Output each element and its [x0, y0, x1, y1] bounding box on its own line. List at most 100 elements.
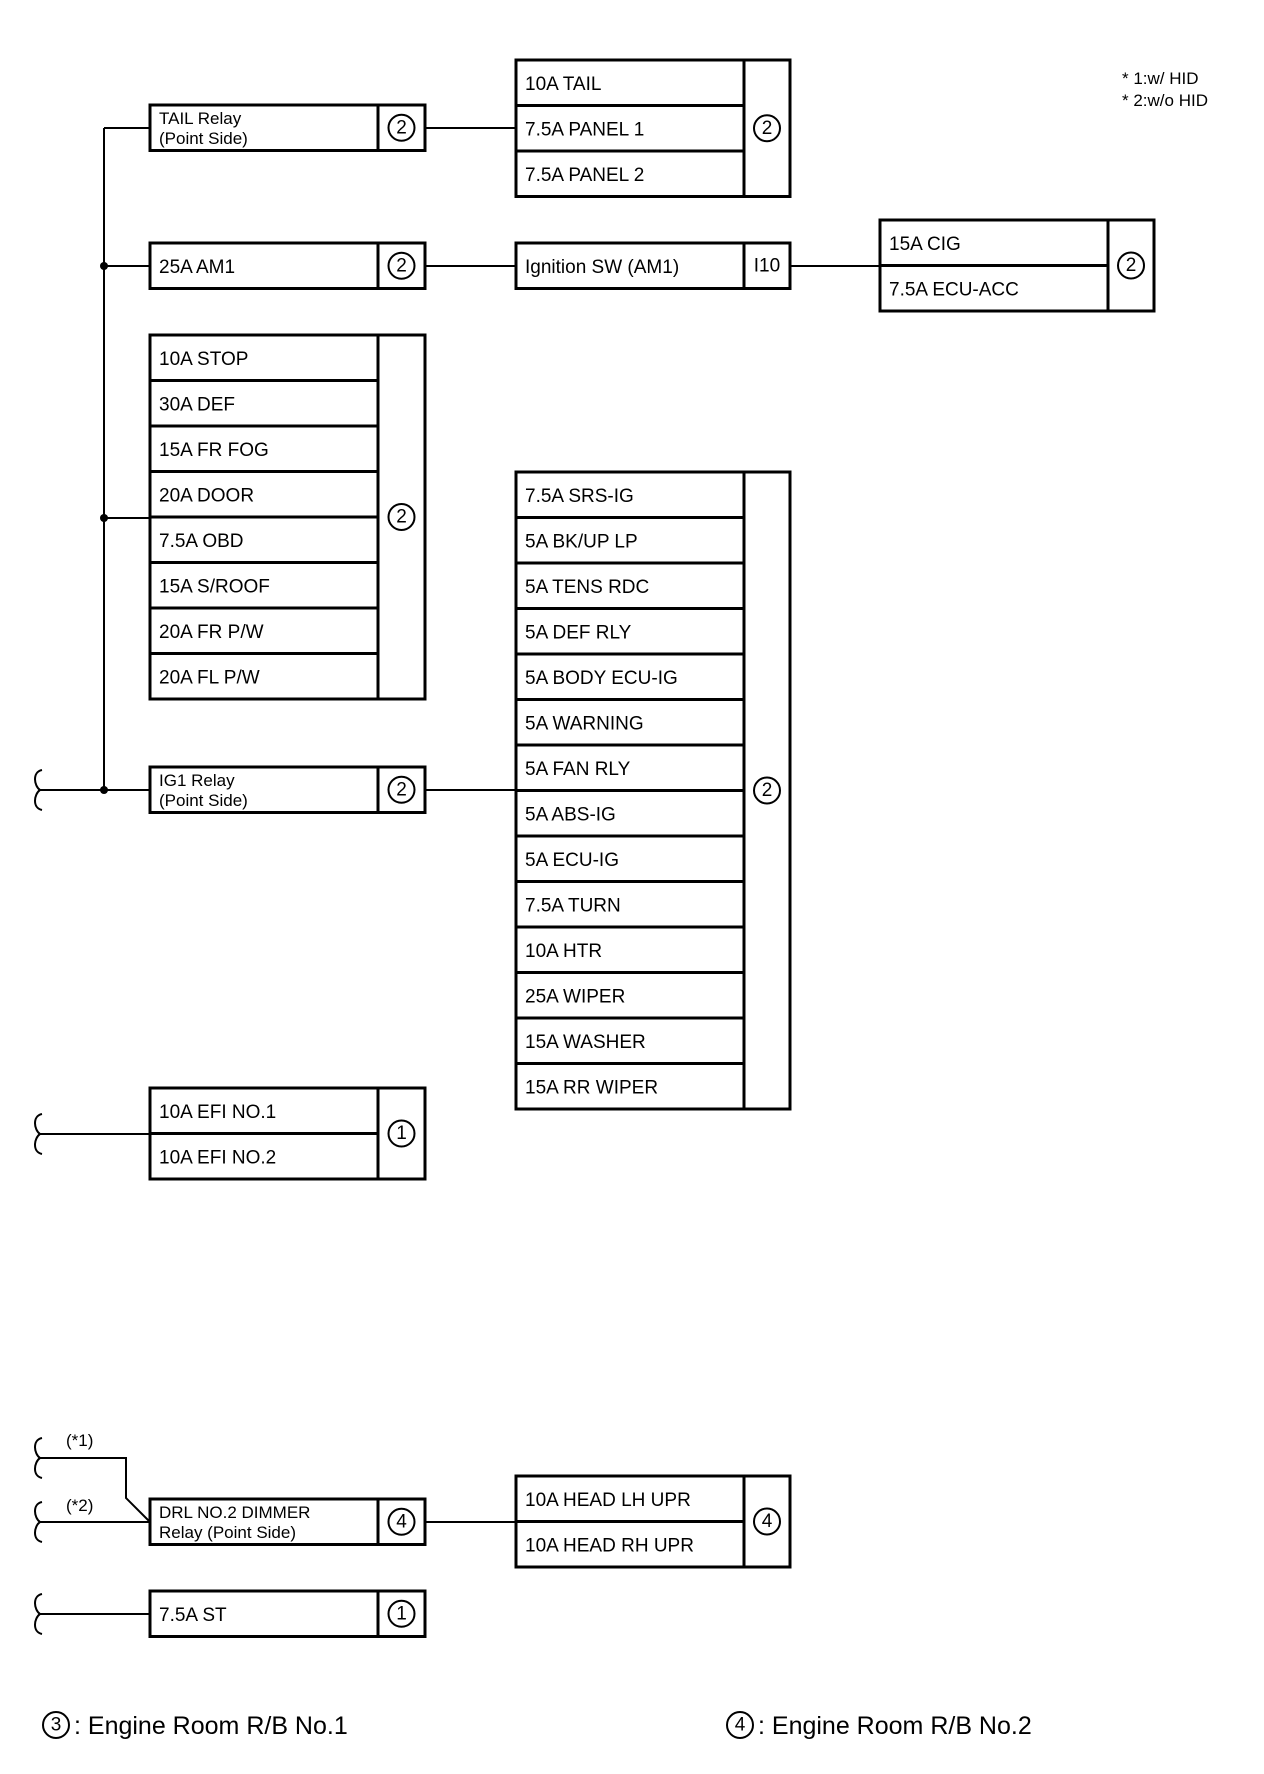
tail-relay-box: 2 TAIL Relay(Point Side): [148, 103, 427, 152]
legend-text: : Engine Room R/B No.2: [758, 1712, 1032, 1740]
fuse-label: 15A S/ROOF: [159, 576, 270, 597]
fuse-cell: [514, 971, 746, 1020]
fuse-label: 10A EFI NO.2: [159, 1147, 276, 1168]
fuse-label: 5A ECU-IG: [525, 850, 619, 871]
fuse-label: 25A WIPER: [525, 986, 625, 1007]
connector-number-circle: [387, 1119, 416, 1148]
connector-number-circle: [387, 775, 416, 804]
fuse-label: 7.5A ST: [159, 1605, 227, 1626]
fuse-label: 10A HEAD LH UPR: [525, 1490, 691, 1511]
fuse-label: 15A RR WIPER: [525, 1077, 658, 1098]
relay-label-line: (Point Side): [159, 791, 248, 810]
junctions: [100, 262, 108, 794]
wires: [40, 127, 880, 1615]
legend-number-circle: [42, 1711, 70, 1739]
st-fuse-block: 1 7.5A ST: [148, 1589, 427, 1638]
fuse-cell: [878, 264, 1110, 313]
fuse-label: 5A WARNING: [525, 713, 644, 734]
fuse-cell: [514, 516, 746, 565]
connector-ref: 1: [396, 1123, 407, 1144]
source-brace: [34, 1501, 43, 1543]
fuse-label: 10A TAIL: [525, 74, 601, 95]
wire-hid-input: [40, 1457, 151, 1523]
source-braces: [34, 769, 43, 1635]
connector-number-circle: [387, 503, 416, 531]
note-hid: * 1:w/ HID: [1122, 69, 1199, 88]
fuse-label: 7.5A PANEL 2: [525, 165, 644, 186]
relay-label-line: TAIL Relay: [159, 109, 242, 128]
connector-number-circle: [1117, 251, 1145, 280]
fuse-cell: [514, 743, 746, 792]
source-brace: [34, 1437, 43, 1479]
fuse-cell: [514, 834, 746, 883]
fuse-label: 20A DOOR: [159, 485, 254, 506]
efi-fuse-block: 1 10A EFI NO.1 10A EFI NO.2: [148, 1086, 427, 1181]
connector-number-circle: [387, 1599, 416, 1628]
relay-cell: [148, 1497, 380, 1546]
fuse-cell: [148, 606, 380, 655]
legend: 3 : Engine Room R/B No.1 4 : Engine Room…: [42, 1711, 1032, 1740]
fuse-label: 10A HTR: [525, 941, 602, 962]
fuse-cell: [148, 652, 380, 701]
source-brace: [34, 1113, 43, 1155]
fuse-label: 15A FR FOG: [159, 440, 269, 461]
fuse-label: 5A TENS RDC: [525, 577, 649, 598]
fuse-cell: [514, 652, 746, 701]
connector-ref: 2: [1126, 255, 1137, 276]
connector-ref: 2: [396, 117, 407, 138]
fuse-cell: [514, 58, 746, 107]
connector-ref: 2: [762, 780, 773, 801]
source-brace: [34, 769, 43, 811]
legend-number: 4: [735, 1715, 746, 1736]
source-brace: [34, 1593, 43, 1635]
connector-ref: 2: [396, 779, 407, 800]
relay-cell: [148, 765, 380, 814]
relay-label-line: IG1 Relay: [159, 771, 235, 790]
fuse-label: 20A FL P/W: [159, 667, 260, 688]
fuse-label: 15A WASHER: [525, 1032, 646, 1053]
fuse-cell: [148, 424, 380, 473]
fuse-cell: [148, 241, 380, 290]
no-hid-input-label: (*2): [66, 1496, 93, 1515]
fuse-cell: [514, 561, 746, 610]
fuse-cell: [148, 1132, 380, 1181]
fuse-label: 5A ABS-IG: [525, 804, 616, 825]
legend-item-relay-block-2: 4 : Engine Room R/B No.2: [726, 1711, 1032, 1740]
fuse-label: 10A EFI NO.1: [159, 1102, 276, 1123]
relay-label-line: (Point Side): [159, 129, 248, 148]
junction-dot: [100, 262, 108, 270]
fuse-label: 5A DEF RLY: [525, 622, 632, 643]
fuse-label: 15A CIG: [889, 234, 961, 255]
connector-ref: 4: [762, 1511, 773, 1532]
fuse-cell: [514, 1062, 746, 1111]
legend-item-relay-block-1: 3 : Engine Room R/B No.1: [42, 1711, 348, 1740]
relay-cell: [148, 103, 380, 152]
connector-ref: 4: [396, 1511, 407, 1532]
fuse-label: 30A DEF: [159, 394, 235, 415]
fuse-label: 7.5A TURN: [525, 895, 621, 916]
connector-number-circle: [753, 114, 781, 143]
relay-label-line: DRL NO.2 DIMMER: [159, 1503, 310, 1522]
connector-ref: 2: [396, 255, 407, 276]
connector-number-circle: [387, 113, 416, 142]
component-cell: [514, 241, 746, 290]
connector-ref: 1: [396, 1603, 407, 1624]
fuse-cell: [148, 561, 380, 610]
note-no-hid: * 2:w/o HID: [1122, 91, 1208, 110]
fuse-cell: [148, 1589, 380, 1638]
connector-ref: 2: [762, 118, 773, 139]
legend-text: : Engine Room R/B No.1: [74, 1712, 348, 1740]
hid-input-label: (*1): [66, 1431, 93, 1450]
junction-dot: [100, 786, 108, 794]
fuse-label: 7.5A PANEL 1: [525, 119, 644, 140]
connector-ref: I10: [754, 255, 780, 276]
fuse-cell: [514, 1520, 746, 1569]
fuse-cell: [514, 1474, 746, 1523]
